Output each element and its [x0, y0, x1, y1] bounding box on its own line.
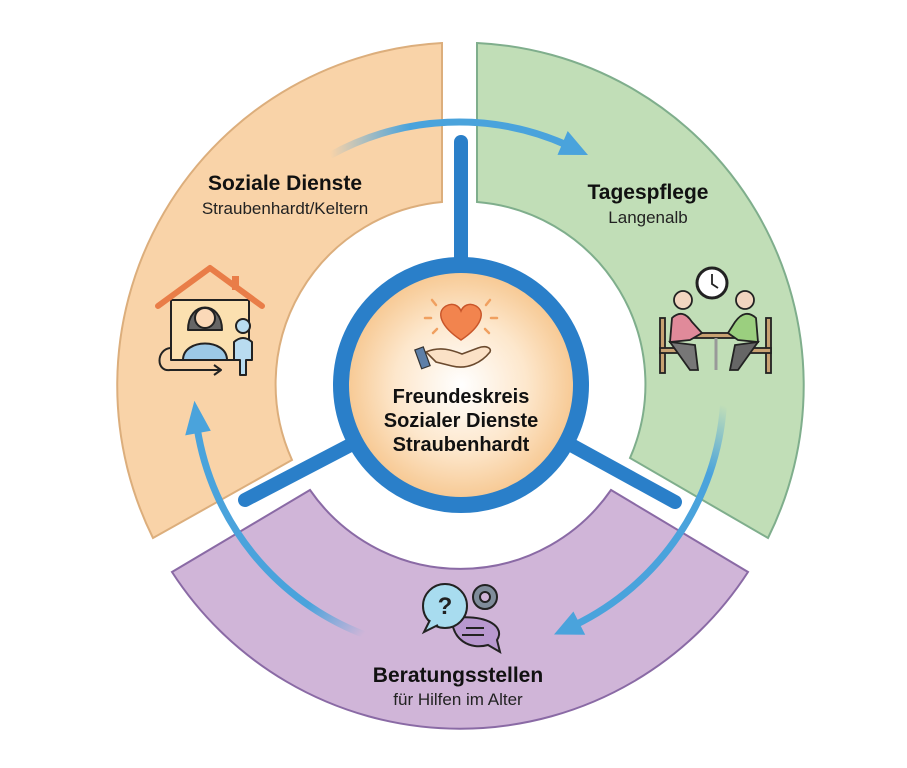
arrow-right: [554, 405, 727, 635]
segment-subtitle-tagespflege: Langenalb: [608, 208, 688, 227]
arrow-top: [328, 118, 588, 159]
svg-text:?: ?: [438, 593, 453, 620]
arrowhead-icon: [554, 611, 586, 635]
segment-title-beratungsstellen: Beratungsstellen: [372, 664, 544, 687]
home-care-icon: [155, 265, 265, 376]
seniors-at-table-icon: [659, 266, 772, 374]
segment-title-tagespflege: Tagespflege: [587, 181, 709, 204]
hub-title-line-3: Straubenhardt: [392, 434, 530, 456]
heart-in-hand-icon: [414, 298, 499, 370]
hub-circle: [333, 257, 589, 513]
arrowhead-icon: [185, 400, 211, 436]
arrowhead-icon: [557, 131, 588, 155]
consultation-chat-icon: ?: [421, 583, 502, 655]
segment-title-soziale-dienste: Soziale Dienste: [207, 172, 363, 195]
segment-subtitle-beratungsstellen: für Hilfen im Alter: [393, 690, 523, 709]
hub-title-line-1: Freundeskreis: [392, 386, 530, 408]
arrow-left: [185, 400, 366, 638]
segment-subtitle-soziale-dienste: Straubenhardt/Keltern: [201, 199, 369, 218]
hub-title-line-2: Sozialer Dienste: [383, 410, 539, 432]
